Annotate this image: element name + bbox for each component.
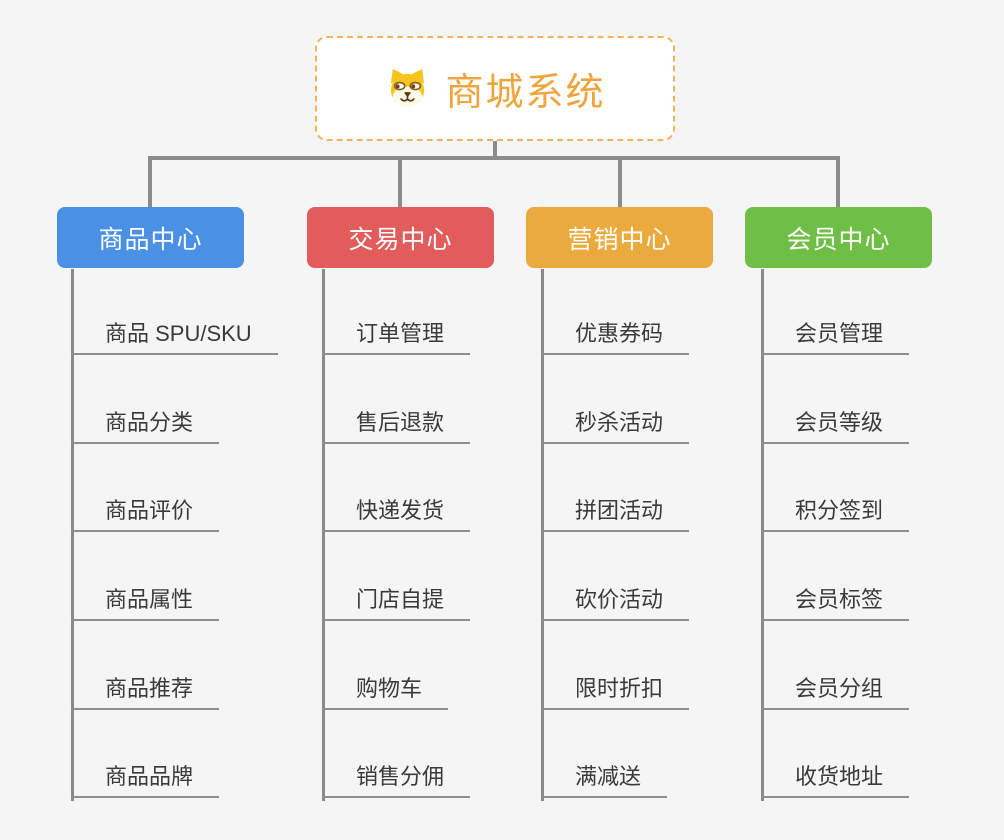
root-topic[interactable]: 商城系统 bbox=[315, 36, 675, 141]
subtopic[interactable]: 售后退款 bbox=[322, 411, 471, 444]
connector-drop-trade bbox=[398, 158, 402, 208]
root-topic-label: 商城系统 bbox=[445, 72, 606, 114]
connector-column-marketing bbox=[541, 269, 544, 801]
connector-root-stem bbox=[493, 139, 497, 160]
subtopic[interactable]: 会员标签 bbox=[761, 588, 910, 621]
branch-topic-marketing[interactable]: 营销中心 bbox=[526, 207, 713, 268]
subtopic[interactable]: 秒杀活动 bbox=[541, 411, 690, 444]
subtopic[interactable]: 积分签到 bbox=[761, 499, 910, 532]
connector-drop-marketing bbox=[618, 158, 622, 208]
subtopic[interactable]: 商品 SPU/SKU bbox=[71, 322, 278, 355]
subtopic[interactable]: 门店自提 bbox=[322, 588, 471, 621]
branch-topic-member[interactable]: 会员中心 bbox=[745, 207, 932, 268]
branch-topic-trade[interactable]: 交易中心 bbox=[307, 207, 494, 268]
subtopic[interactable]: 满减送 bbox=[541, 765, 668, 798]
subtopic[interactable]: 订单管理 bbox=[322, 322, 471, 355]
subtopic[interactable]: 商品分类 bbox=[71, 411, 220, 444]
subtopic[interactable]: 购物车 bbox=[322, 677, 449, 710]
connector-drop-product bbox=[148, 158, 152, 208]
connector-bus bbox=[148, 156, 840, 160]
subtopic[interactable]: 商品评价 bbox=[71, 499, 220, 532]
subtopic[interactable]: 商品品牌 bbox=[71, 765, 220, 798]
subtopic[interactable]: 拼团活动 bbox=[541, 499, 690, 532]
subtopic[interactable]: 快递发货 bbox=[322, 499, 471, 532]
subtopic[interactable]: 收货地址 bbox=[761, 765, 910, 798]
connector-column-product bbox=[71, 269, 74, 801]
branch-topic-product[interactable]: 商品中心 bbox=[57, 207, 244, 268]
dog-face-icon bbox=[391, 68, 425, 108]
connector-column-trade bbox=[322, 269, 325, 801]
subtopic[interactable]: 会员分组 bbox=[761, 677, 910, 710]
subtopic[interactable]: 限时折扣 bbox=[541, 677, 690, 710]
subtopic[interactable]: 优惠券码 bbox=[541, 322, 690, 355]
subtopic[interactable]: 会员管理 bbox=[761, 322, 910, 355]
subtopic[interactable]: 商品属性 bbox=[71, 588, 220, 621]
subtopic[interactable]: 商品推荐 bbox=[71, 677, 220, 710]
subtopic[interactable]: 销售分佣 bbox=[322, 765, 471, 798]
subtopic[interactable]: 会员等级 bbox=[761, 411, 910, 444]
connector-drop-member bbox=[836, 158, 840, 208]
subtopic[interactable]: 砍价活动 bbox=[541, 588, 690, 621]
connector-column-member bbox=[761, 269, 764, 801]
